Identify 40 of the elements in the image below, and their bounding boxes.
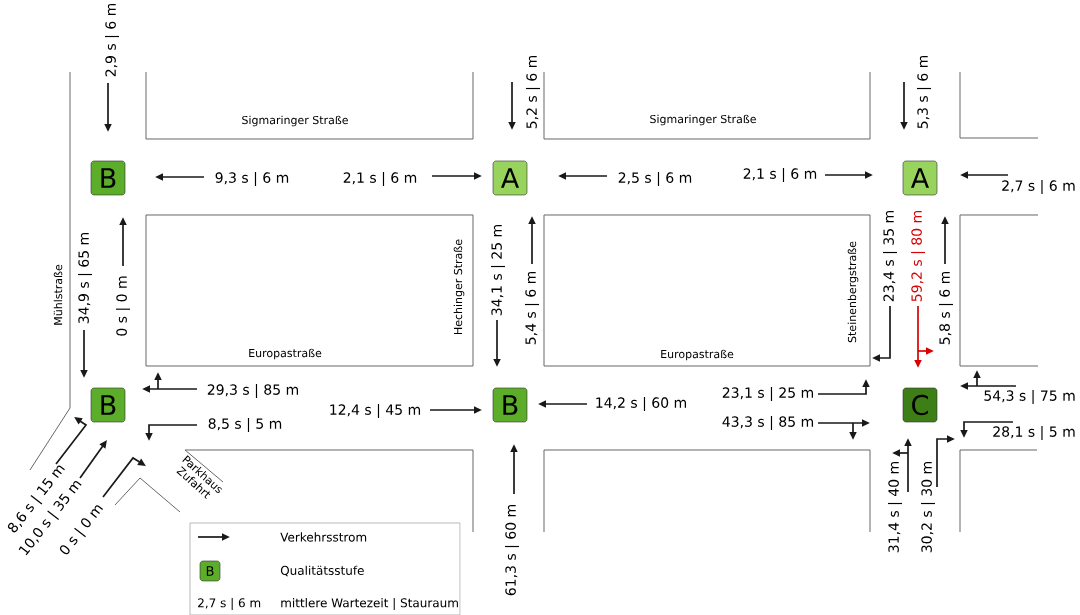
quality-level-box: B — [199, 560, 221, 582]
quality-level-box: B — [90, 387, 126, 423]
wait-time-label: 23,4 s | 35 m — [883, 211, 897, 302]
street-name: Sigmaringer Straße — [650, 114, 756, 126]
wait-time-label: 5,8 s | 6 m — [939, 271, 953, 345]
quality-level-box: A — [492, 160, 528, 196]
legend-text: mittlere Wartezeit | Stauraum — [281, 598, 458, 610]
wait-time-label: 2,7 s | 6 m — [1002, 180, 1075, 194]
wait-time-label: 12,4 s | 45 m — [330, 404, 420, 418]
street-name: Steinenbergstraße — [847, 241, 859, 343]
wait-time-label: 2,5 s | 6 m — [618, 172, 692, 186]
wait-time-label: 5,4 s | 6 m — [525, 271, 539, 345]
wait-time-label: 34,9 s | 65 m — [78, 233, 92, 324]
quality-level-box: B — [492, 387, 528, 423]
street-name: Hechinger Straße — [453, 239, 465, 334]
street-name: Europastraße — [249, 348, 322, 360]
quality-level-box: A — [902, 160, 938, 196]
wait-time-label: 61,3 s | 60 m — [505, 505, 519, 596]
wait-time-label: 8,5 s | 5 m — [208, 418, 282, 432]
quality-level-box: C — [902, 387, 938, 423]
wait-time-label: 23,1 s | 25 m — [722, 387, 813, 401]
wait-time-label: 14,2 s | 60 m — [596, 397, 686, 411]
wait-time-label: 2,1 s | 6 m — [743, 168, 817, 182]
legend-text: Qualitätsstufe — [280, 565, 364, 577]
quality-level-box: B — [90, 160, 126, 196]
street-name: Europastraße — [661, 349, 734, 361]
wait-time-label: 2,1 s | 6 m — [343, 172, 417, 186]
wait-time-label: 31,4 s | 40 m — [888, 462, 902, 553]
street-name: Mühlstraße — [53, 264, 63, 325]
wait-time-label: 28,1 s | 5 m — [993, 426, 1075, 440]
wait-time-label: 29,3 s | 85 m — [207, 384, 298, 398]
wait-time-label: 30,2 s | 30 m — [921, 462, 935, 553]
wait-time-label: 9,3 s | 6 m — [215, 172, 289, 186]
wait-time-label: 43,3 s | 85 m — [722, 416, 813, 430]
street-name: Sigmaringer Straße — [242, 115, 348, 127]
legend-text: Verkehrsstrom — [280, 532, 367, 542]
wait-time-label: 0 s | 0 m — [116, 276, 130, 336]
wait-time-label: 59,2 s | 80 m — [911, 211, 925, 302]
wait-time-label: 2,9 s | 6 m — [105, 3, 119, 77]
wait-time-label: 34,1 s | 25 m — [491, 225, 505, 316]
